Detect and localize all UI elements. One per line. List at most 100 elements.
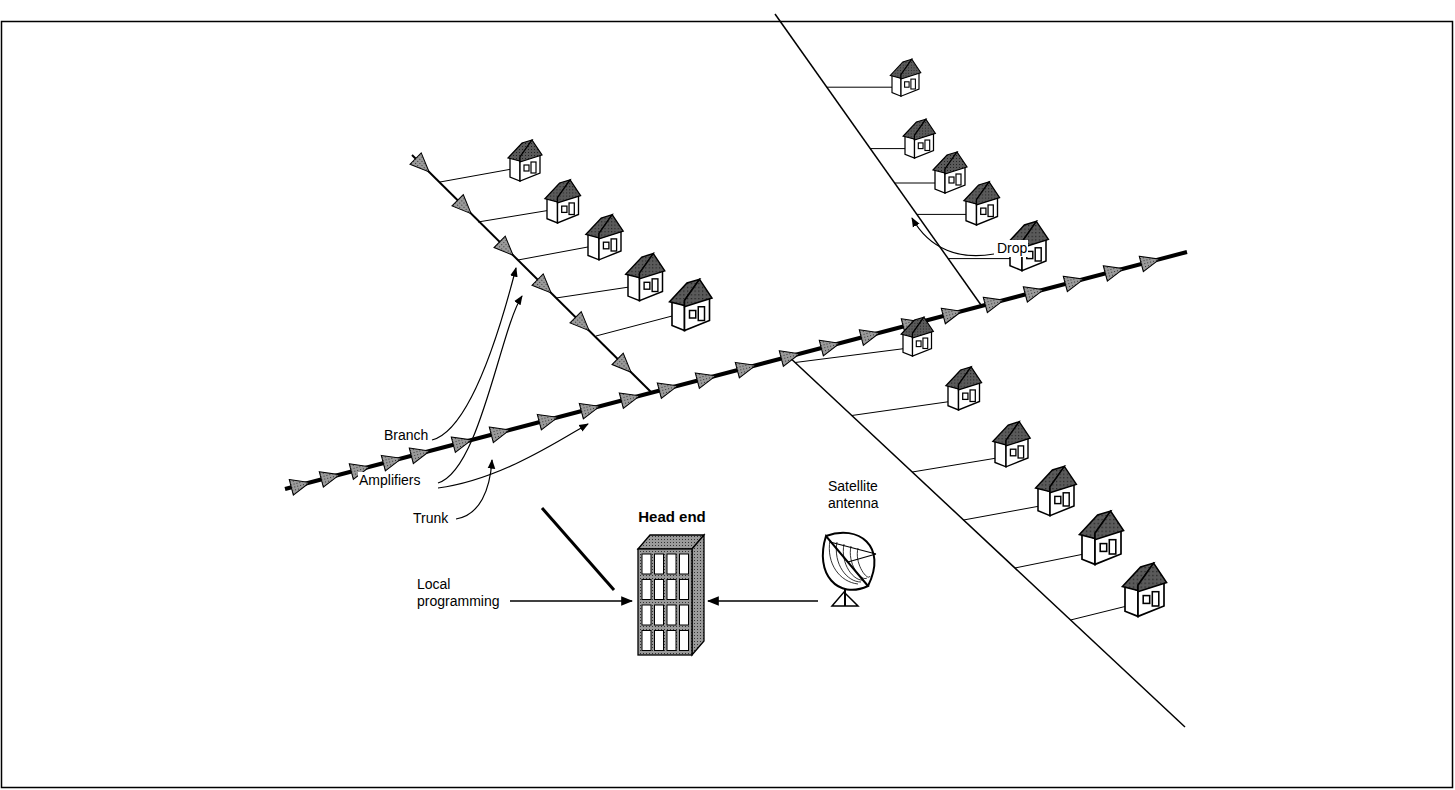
house-icon [1079, 511, 1123, 564]
house-icon [670, 279, 713, 330]
amplifier-triangle [494, 236, 519, 261]
house-icon [933, 152, 967, 193]
amplifier-triangle [619, 388, 641, 408]
house-icon [508, 140, 542, 181]
amplifier-symbol [289, 475, 311, 495]
drop-line [1071, 606, 1127, 620]
amplifier-triangle [612, 353, 637, 378]
amplifier-symbol [1063, 271, 1085, 291]
amplifier-symbol [1103, 261, 1125, 281]
head-end-cube [628, 527, 716, 660]
amplifier-triangle [983, 292, 1005, 312]
leader-arrows [432, 218, 994, 601]
drop-line [596, 316, 674, 337]
drop-line [912, 458, 997, 472]
drop-line [556, 287, 630, 298]
amplifier-triangle [779, 346, 801, 366]
drop-line [917, 214, 968, 215]
amplifier-triangle [409, 443, 431, 463]
houses [508, 59, 1167, 616]
headend-link [542, 508, 614, 590]
house-icon [993, 422, 1030, 467]
amplifier-symbol [657, 378, 679, 398]
figure-frame [2, 22, 1453, 788]
amplifier-symbol [452, 195, 477, 220]
drop-line [478, 210, 549, 222]
drop-line [964, 506, 1040, 520]
node-heading: Head end [628, 508, 716, 525]
amplifier-symbol [410, 153, 435, 178]
amplifier-triangle [1103, 261, 1125, 281]
amplifier-triangle [819, 336, 841, 356]
callout-label: Trunk [412, 510, 449, 527]
amplifier-triangle [695, 368, 717, 388]
house-icon [890, 59, 921, 96]
callout-label: Amplifiers [358, 472, 421, 489]
callout-label: Branch [383, 427, 429, 444]
trunk-cable [285, 252, 1187, 489]
amplifier-symbol [859, 325, 881, 345]
amplifier-symbol [409, 443, 431, 463]
amplifier-symbol [494, 236, 519, 261]
leader-arrow [912, 218, 994, 256]
amplifier-triangle [452, 195, 477, 220]
branch-cable [412, 155, 652, 393]
house-icon [903, 119, 935, 158]
feeder-cable [786, 354, 1185, 727]
amplifier-triangle [1139, 251, 1161, 271]
node-label: Satellite antenna [828, 478, 908, 512]
drop-line [518, 247, 590, 260]
amplifier-symbol [570, 312, 595, 337]
amplifier-symbol [319, 467, 341, 487]
amplifier-triangle [859, 325, 881, 345]
drop-line [827, 87, 894, 88]
amplifier-triangle [735, 358, 757, 378]
head-end-building: Head end [628, 508, 716, 660]
house-icon [964, 182, 1000, 225]
amplifier-triangle [532, 274, 557, 299]
feeder-cable [775, 14, 981, 305]
callout-label: Local programming [416, 576, 510, 610]
drop-line [895, 183, 937, 184]
amplifier-symbol [695, 368, 717, 388]
house-icon [586, 215, 623, 260]
amplifier-symbol [489, 422, 511, 442]
amplifier-triangle [410, 153, 435, 178]
amplifier-symbol [612, 353, 637, 378]
drop-line [440, 169, 512, 182]
house-icon [626, 254, 665, 301]
amplifier-symbol [532, 274, 557, 299]
amplifier-triangle [579, 399, 601, 419]
callout-label: Drop [996, 240, 1028, 257]
amplifier-symbol [735, 358, 757, 378]
amplifier-triangle [941, 303, 963, 323]
dish-icon [818, 514, 910, 670]
amplifier-symbol [819, 336, 841, 356]
leader-arrow [432, 268, 516, 440]
amplifier-triangle [657, 378, 679, 398]
house-icon [901, 317, 933, 356]
amplifier-symbol [779, 346, 801, 366]
amplifier-symbol [983, 292, 1005, 312]
amplifier-triangle [381, 451, 403, 471]
leader-arrow [438, 424, 588, 488]
drop-line [1015, 554, 1084, 568]
drop-line [948, 258, 1012, 259]
signal-arrow [708, 600, 818, 602]
amplifier-symbol [537, 410, 559, 430]
leader-arrow [456, 460, 492, 519]
amplifier-triangle [570, 312, 595, 337]
amplifier-symbol [381, 451, 403, 471]
amplifier-symbol [619, 388, 641, 408]
amplifier-triangle [319, 467, 341, 487]
amplifiers [289, 153, 1161, 495]
amplifier-triangle [489, 422, 511, 442]
input-arrow [506, 600, 632, 602]
amplifier-symbol [1023, 282, 1045, 302]
house-icon [946, 367, 982, 410]
amplifier-triangle [289, 475, 311, 495]
house-icon [1122, 563, 1166, 616]
amplifier-triangle [1023, 282, 1045, 302]
